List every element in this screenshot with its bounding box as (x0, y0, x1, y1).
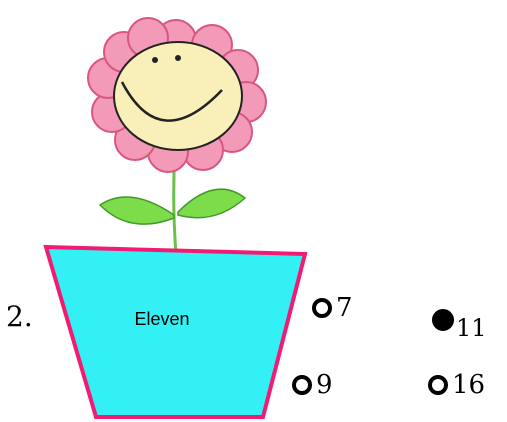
option-label: 9 (316, 370, 333, 400)
radio-filled-icon[interactable] (432, 309, 454, 331)
option-11[interactable]: 11 (432, 298, 487, 342)
question-number: 2. (6, 300, 33, 333)
option-label: 16 (452, 370, 486, 400)
radio-circle-icon[interactable] (312, 298, 332, 318)
option-9[interactable]: 9 (292, 370, 333, 400)
option-16[interactable]: 16 (428, 370, 485, 400)
number-word: Eleven (134, 309, 190, 329)
option-label: 7 (336, 293, 353, 323)
option-label: 11 (456, 314, 487, 342)
option-7[interactable]: 7 (312, 293, 353, 323)
radio-circle-icon[interactable] (428, 375, 448, 395)
radio-circle-icon[interactable] (292, 375, 312, 395)
